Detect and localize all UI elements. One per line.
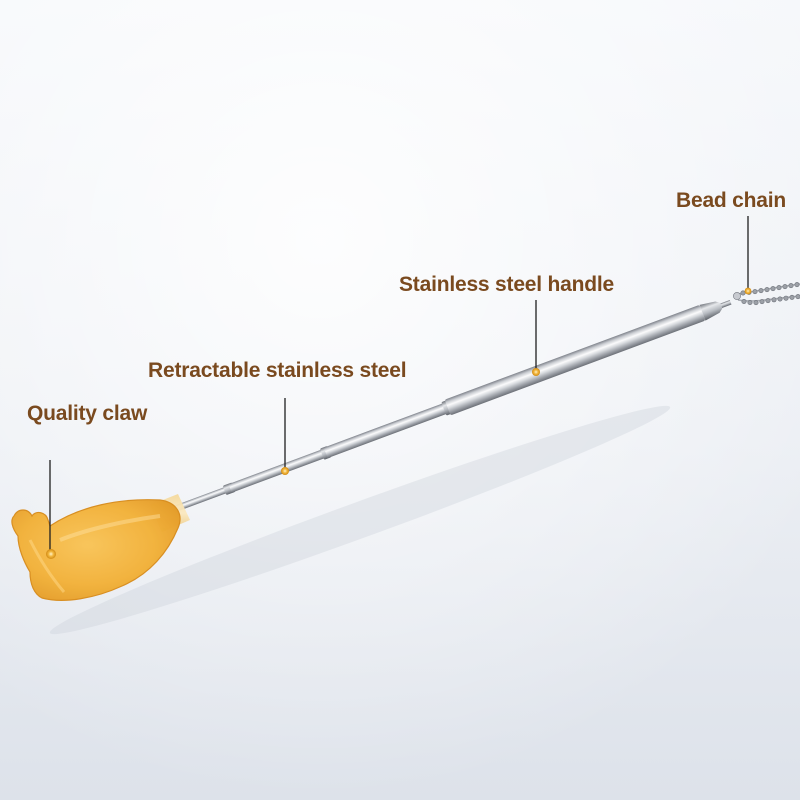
- label-quality-claw: Quality claw: [27, 402, 148, 425]
- dot-retractable: [281, 467, 289, 475]
- rod-segment-2: [228, 447, 330, 493]
- label-bead-chain: Bead chain: [676, 189, 787, 212]
- claw: [11, 494, 190, 601]
- rod-end-cap: [699, 301, 723, 321]
- rod-segment-1: [170, 482, 239, 513]
- rod-end-pin: [720, 300, 732, 308]
- bead-chain: [733, 282, 800, 306]
- callout-lines: [49, 216, 749, 552]
- rod-segment-3: [323, 401, 452, 459]
- rod-handle: [445, 305, 705, 415]
- tool-shadow: [49, 405, 671, 635]
- label-retractable-stainless-steel: Retractable stainless steel: [148, 359, 407, 382]
- dot-bead-chain: [744, 287, 752, 295]
- back-scratcher-rod: [170, 300, 732, 513]
- label-stainless-steel-handle: Stainless steel handle: [399, 273, 615, 296]
- dot-claw: [46, 549, 56, 559]
- dot-handle: [532, 368, 540, 376]
